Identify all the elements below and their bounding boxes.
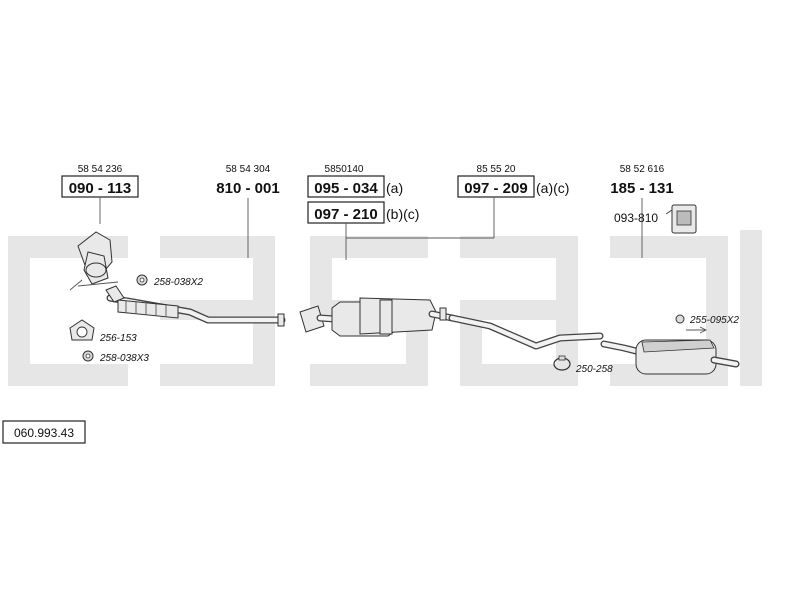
part-group-2: 58 54 304 810 - 001 <box>216 164 280 258</box>
small-part-label[interactable]: 256-153 <box>99 333 137 344</box>
oe-number: 85 55 20 <box>477 164 516 175</box>
small-part-label[interactable]: 258-038X3 <box>99 353 149 364</box>
part-code[interactable]: 095 - 034 <box>314 180 378 197</box>
arrow-icon <box>686 326 708 334</box>
intermediate-pipe-part <box>448 314 604 350</box>
reference-number-box: 060.993.43 <box>2 420 86 444</box>
part-code[interactable]: 097 - 210 <box>314 206 377 223</box>
bracket-part <box>665 204 697 234</box>
part-group-3: 5850140 095 - 034 (a) 097 - 210 (b)(c) <box>307 164 494 260</box>
rear-silencer-part <box>600 339 740 375</box>
part-code[interactable]: 093-810 <box>614 211 658 225</box>
part-group-1: 58 54 236 090 - 113 <box>61 164 139 224</box>
part-code-suffix: (a) <box>386 180 403 196</box>
gasket-ring-part <box>69 319 95 341</box>
catalyst-downpipe-part <box>69 231 119 291</box>
part-code[interactable]: 810 - 001 <box>216 180 279 197</box>
small-part-label[interactable]: 250-258 <box>575 364 613 375</box>
part-group-5: 58 52 616 185 - 131 093-810 <box>610 164 697 258</box>
oe-number: 58 52 616 <box>620 164 665 175</box>
small-part-label[interactable]: 258-038X2 <box>153 277 203 288</box>
rubber-mount-part <box>675 314 685 324</box>
clamp-part <box>553 355 571 371</box>
front-pipe-part <box>105 285 286 327</box>
oe-number: 5850140 <box>325 164 364 175</box>
part-code[interactable]: 097 - 209 <box>464 180 527 197</box>
reference-number: 060.993.43 <box>14 426 74 440</box>
part-group-4: 85 55 20 097 - 209 (a)(c) <box>457 164 569 238</box>
part-code-box <box>307 175 385 198</box>
small-part-label[interactable]: 255-095X2 <box>689 315 739 326</box>
leader-line <box>345 223 494 260</box>
centre-box-part <box>299 297 456 337</box>
nut-part <box>82 350 94 362</box>
oe-number: 58 54 236 <box>78 164 123 175</box>
oe-number: 58 54 304 <box>226 164 271 175</box>
part-code-suffix: (a)(c) <box>536 180 569 196</box>
gasket-part <box>136 274 148 286</box>
part-code[interactable]: 185 - 131 <box>610 180 673 197</box>
part-code-suffix: (b)(c) <box>386 206 419 222</box>
part-code[interactable]: 090 - 113 <box>69 180 132 197</box>
part-code-box <box>457 175 535 198</box>
